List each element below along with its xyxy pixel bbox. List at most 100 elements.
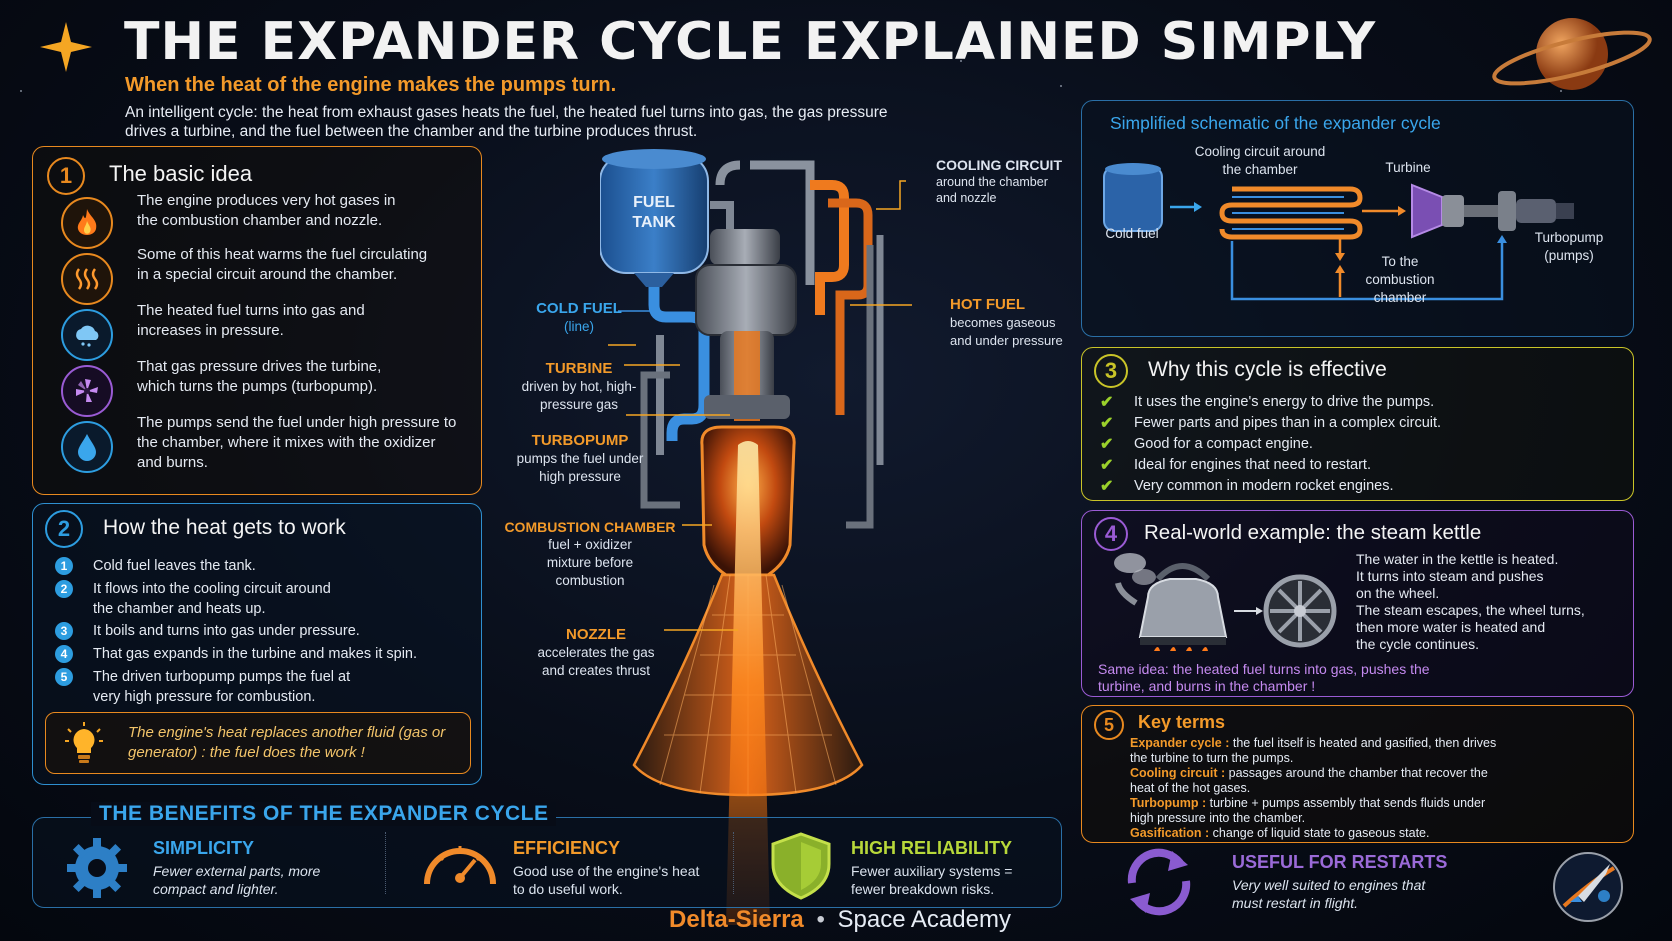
cold-fuel-pipe (648, 287, 710, 441)
step-number: 2 (55, 580, 73, 598)
heat-work-panel: 2 How the heat gets to work 1 Cold fuel … (32, 503, 482, 785)
restart-desc: Very well suited to engines that must re… (1232, 877, 1426, 911)
cooling-coil-icon (1219, 186, 1363, 240)
key-term: Cooling circuit : passages around the ch… (1130, 766, 1510, 796)
schematic-label: Cold fuel (1105, 226, 1159, 241)
heat-waves-icon (61, 253, 113, 305)
nozzle-label: NOZZLE accelerates the gas and creates t… (526, 626, 666, 680)
benefit-desc: Good use of the engine's heat to do usef… (513, 863, 700, 897)
kettle-text: on the wheel. (1356, 585, 1440, 601)
check-icon: ✔ (1100, 436, 1114, 453)
benefit-title: EFFICIENCY (513, 838, 621, 858)
footer: Delta-Sierra • Space Academy (640, 906, 1040, 934)
section-title: The basic idea (109, 161, 253, 186)
callout-desc: fuel + oxidizer mixture before combustio… (546, 537, 634, 588)
effective-item: It uses the engine's energy to drive the… (1134, 394, 1435, 410)
same-idea-text: Same idea: the heated fuel turns into ga… (1098, 661, 1430, 694)
fuel-tank-label: TANK (632, 214, 676, 231)
step-text: Cold fuel leaves the tank. (93, 558, 256, 574)
engine-illustration: FUEL TANK (600, 149, 884, 925)
gauge-icon (424, 846, 496, 885)
schematic-label: Turbopump (pumps) (1534, 230, 1604, 263)
gas-cloud-icon (61, 309, 113, 361)
gear-icon (67, 838, 127, 898)
step-number: 4 (55, 645, 73, 663)
intro-text: An intelligent cycle: the heat from exha… (125, 104, 888, 140)
note-box: The engine's heat replaces another fluid… (45, 712, 471, 774)
divider (385, 832, 386, 894)
callout-title: COLD FUEL (536, 300, 622, 317)
step-text: It flows into the cooling circuit around… (93, 581, 331, 617)
callout-desc: around the chamber and nozzle (936, 175, 1048, 205)
page-subtitle: When the heat of the engine makes the pu… (125, 74, 617, 96)
term-name: Expander cycle : (1130, 736, 1230, 750)
section-title: Key terms (1138, 712, 1226, 732)
rocket-badge-icon (1553, 852, 1623, 922)
effective-item: Fewer parts and pipes than in a complex … (1134, 415, 1442, 431)
step-number: 1 (55, 557, 73, 575)
restart-cycle-icon (1127, 848, 1191, 916)
note-text: The engine's heat replaces another fluid… (128, 724, 446, 761)
section-number-badge: 4 (1094, 517, 1128, 551)
cold-fuel-label: COLD FUEL (line) (534, 300, 624, 336)
key-term: Gasification : change of liquid state to… (1130, 826, 1510, 841)
fuel-tank-label: FUEL (633, 194, 675, 211)
term-def: turbine + pumps assembly that sends flui… (1130, 796, 1486, 825)
section-title: Why this cycle is effective (1148, 358, 1387, 381)
effective-item: Very common in modern rocket engines. (1134, 478, 1394, 494)
footer-brand: Delta-Sierra (669, 906, 804, 933)
flame-icon (61, 197, 113, 249)
step-number: 3 (55, 622, 73, 640)
benefits-panel: THE BENEFITS OF THE EXPANDER CYCLE SIMPL… (32, 802, 1062, 908)
divider (733, 832, 734, 894)
cooling-circuit-label: COOLING CIRCUIT around the chamber and n… (936, 156, 1062, 206)
combustion-chamber-label: COMBUSTION CHAMBER fuel + oxidizer mixtu… (500, 518, 680, 590)
effective-item: Ideal for engines that need to restart. (1134, 457, 1371, 473)
turbine-icon (1411, 183, 1498, 239)
callout-title: HOT FUEL (950, 296, 1025, 313)
basic-idea-panel: 1 The basic idea The engine produces ver… (32, 146, 482, 495)
page-title: THE EXPANDER CYCLE EXPLAINED SIMPLY (124, 12, 1377, 72)
kettle-text: The steam escapes, the wheel turns, (1356, 602, 1585, 618)
section-number-badge: 3 (1094, 354, 1128, 388)
turbopump-icon (1498, 191, 1574, 231)
basic-idea-item: The heated fuel turns into gas and incre… (137, 302, 365, 339)
shield-icon (771, 832, 831, 900)
kettle-text: It turns into steam and pushes (1356, 568, 1544, 584)
footer-academy: Space Academy (837, 906, 1011, 933)
hot-fuel-label: HOT FUEL becomes gaseous and under press… (950, 296, 1068, 350)
restart-title: USEFUL FOR RESTARTS (1232, 852, 1448, 872)
term-def: passages around the chamber that recover… (1130, 766, 1488, 795)
callout-title: COMBUSTION CHAMBER (504, 519, 676, 535)
benefits-heading: THE BENEFITS OF THE EXPANDER CYCLE (91, 802, 557, 826)
key-term: Expander cycle : the fuel itself is heat… (1130, 736, 1510, 766)
schematic-title: Simplified schematic of the expander cyc… (1110, 113, 1441, 133)
kettle-panel: 4 Real-world example: the steam kettle T… (1081, 510, 1634, 697)
section-number-badge: 5 (1094, 710, 1124, 740)
schematic-label: Cooling circuit around the chamber (1194, 144, 1326, 177)
footer-separator: • (816, 906, 825, 933)
term-name: Cooling circuit : (1130, 766, 1226, 780)
term-def: change of liquid state to gaseous state. (1212, 826, 1430, 840)
check-icon: ✔ (1100, 415, 1114, 432)
basic-idea-item: That gas pressure drives the turbine, wh… (137, 358, 382, 395)
steam-kettle-icon (1114, 553, 1337, 651)
callout-desc: becomes gaseous and under pressure (950, 315, 1063, 348)
term-name: Turbopump : (1130, 796, 1207, 810)
schematic-label: Turbine (1385, 160, 1431, 175)
lightbulb-icon (65, 722, 103, 763)
term-def: the fuel itself is heated and gasified, … (1130, 736, 1497, 765)
section-title: Real-world example: the steam kettle (1144, 521, 1482, 544)
benefit-title: HIGH RELIABILITY (851, 838, 1012, 858)
exhaust-plume (726, 441, 770, 925)
schematic-panel: Simplified schematic of the expander cyc… (1081, 100, 1634, 337)
callout-desc: pumps the fuel under high pressure (516, 451, 644, 484)
step-text: It boils and turns into gas under pressu… (93, 623, 360, 639)
callout-title: TURBINE (545, 360, 613, 377)
check-icon: ✔ (1100, 478, 1114, 495)
step-text: The driven turbopump pumps the fuel at v… (93, 669, 351, 705)
basic-idea-item: Some of this heat warms the fuel circula… (137, 246, 428, 283)
callout-title: NOZZLE (566, 626, 626, 643)
droplet-icon (61, 421, 113, 473)
sparkle-star-icon (40, 22, 92, 72)
